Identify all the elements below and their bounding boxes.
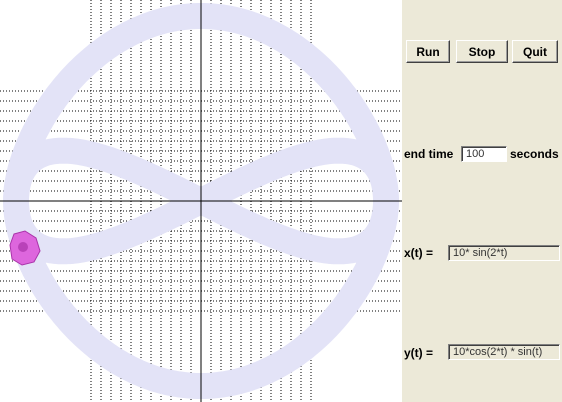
y-expression-field[interactable]: 10*cos(2*t) * sin(t) bbox=[448, 344, 560, 360]
plot-canvas bbox=[0, 0, 402, 402]
end-time-label: end time bbox=[404, 147, 454, 161]
seconds-label: seconds bbox=[510, 147, 559, 161]
quit-button[interactable]: Quit bbox=[512, 40, 558, 63]
end-time-input[interactable]: 100 bbox=[461, 146, 507, 162]
x-equation-label: x(t) = bbox=[404, 246, 434, 260]
control-panel: Run Stop Quit end time 100 seconds x(t) … bbox=[402, 0, 562, 402]
run-button[interactable]: Run bbox=[406, 40, 450, 63]
x-expression-field[interactable]: 10* sin(2*t) bbox=[448, 245, 560, 261]
y-equation-label: y(t) = bbox=[404, 346, 434, 360]
stop-button[interactable]: Stop bbox=[456, 40, 508, 63]
particle-core bbox=[18, 242, 28, 252]
plot-svg bbox=[0, 0, 402, 402]
